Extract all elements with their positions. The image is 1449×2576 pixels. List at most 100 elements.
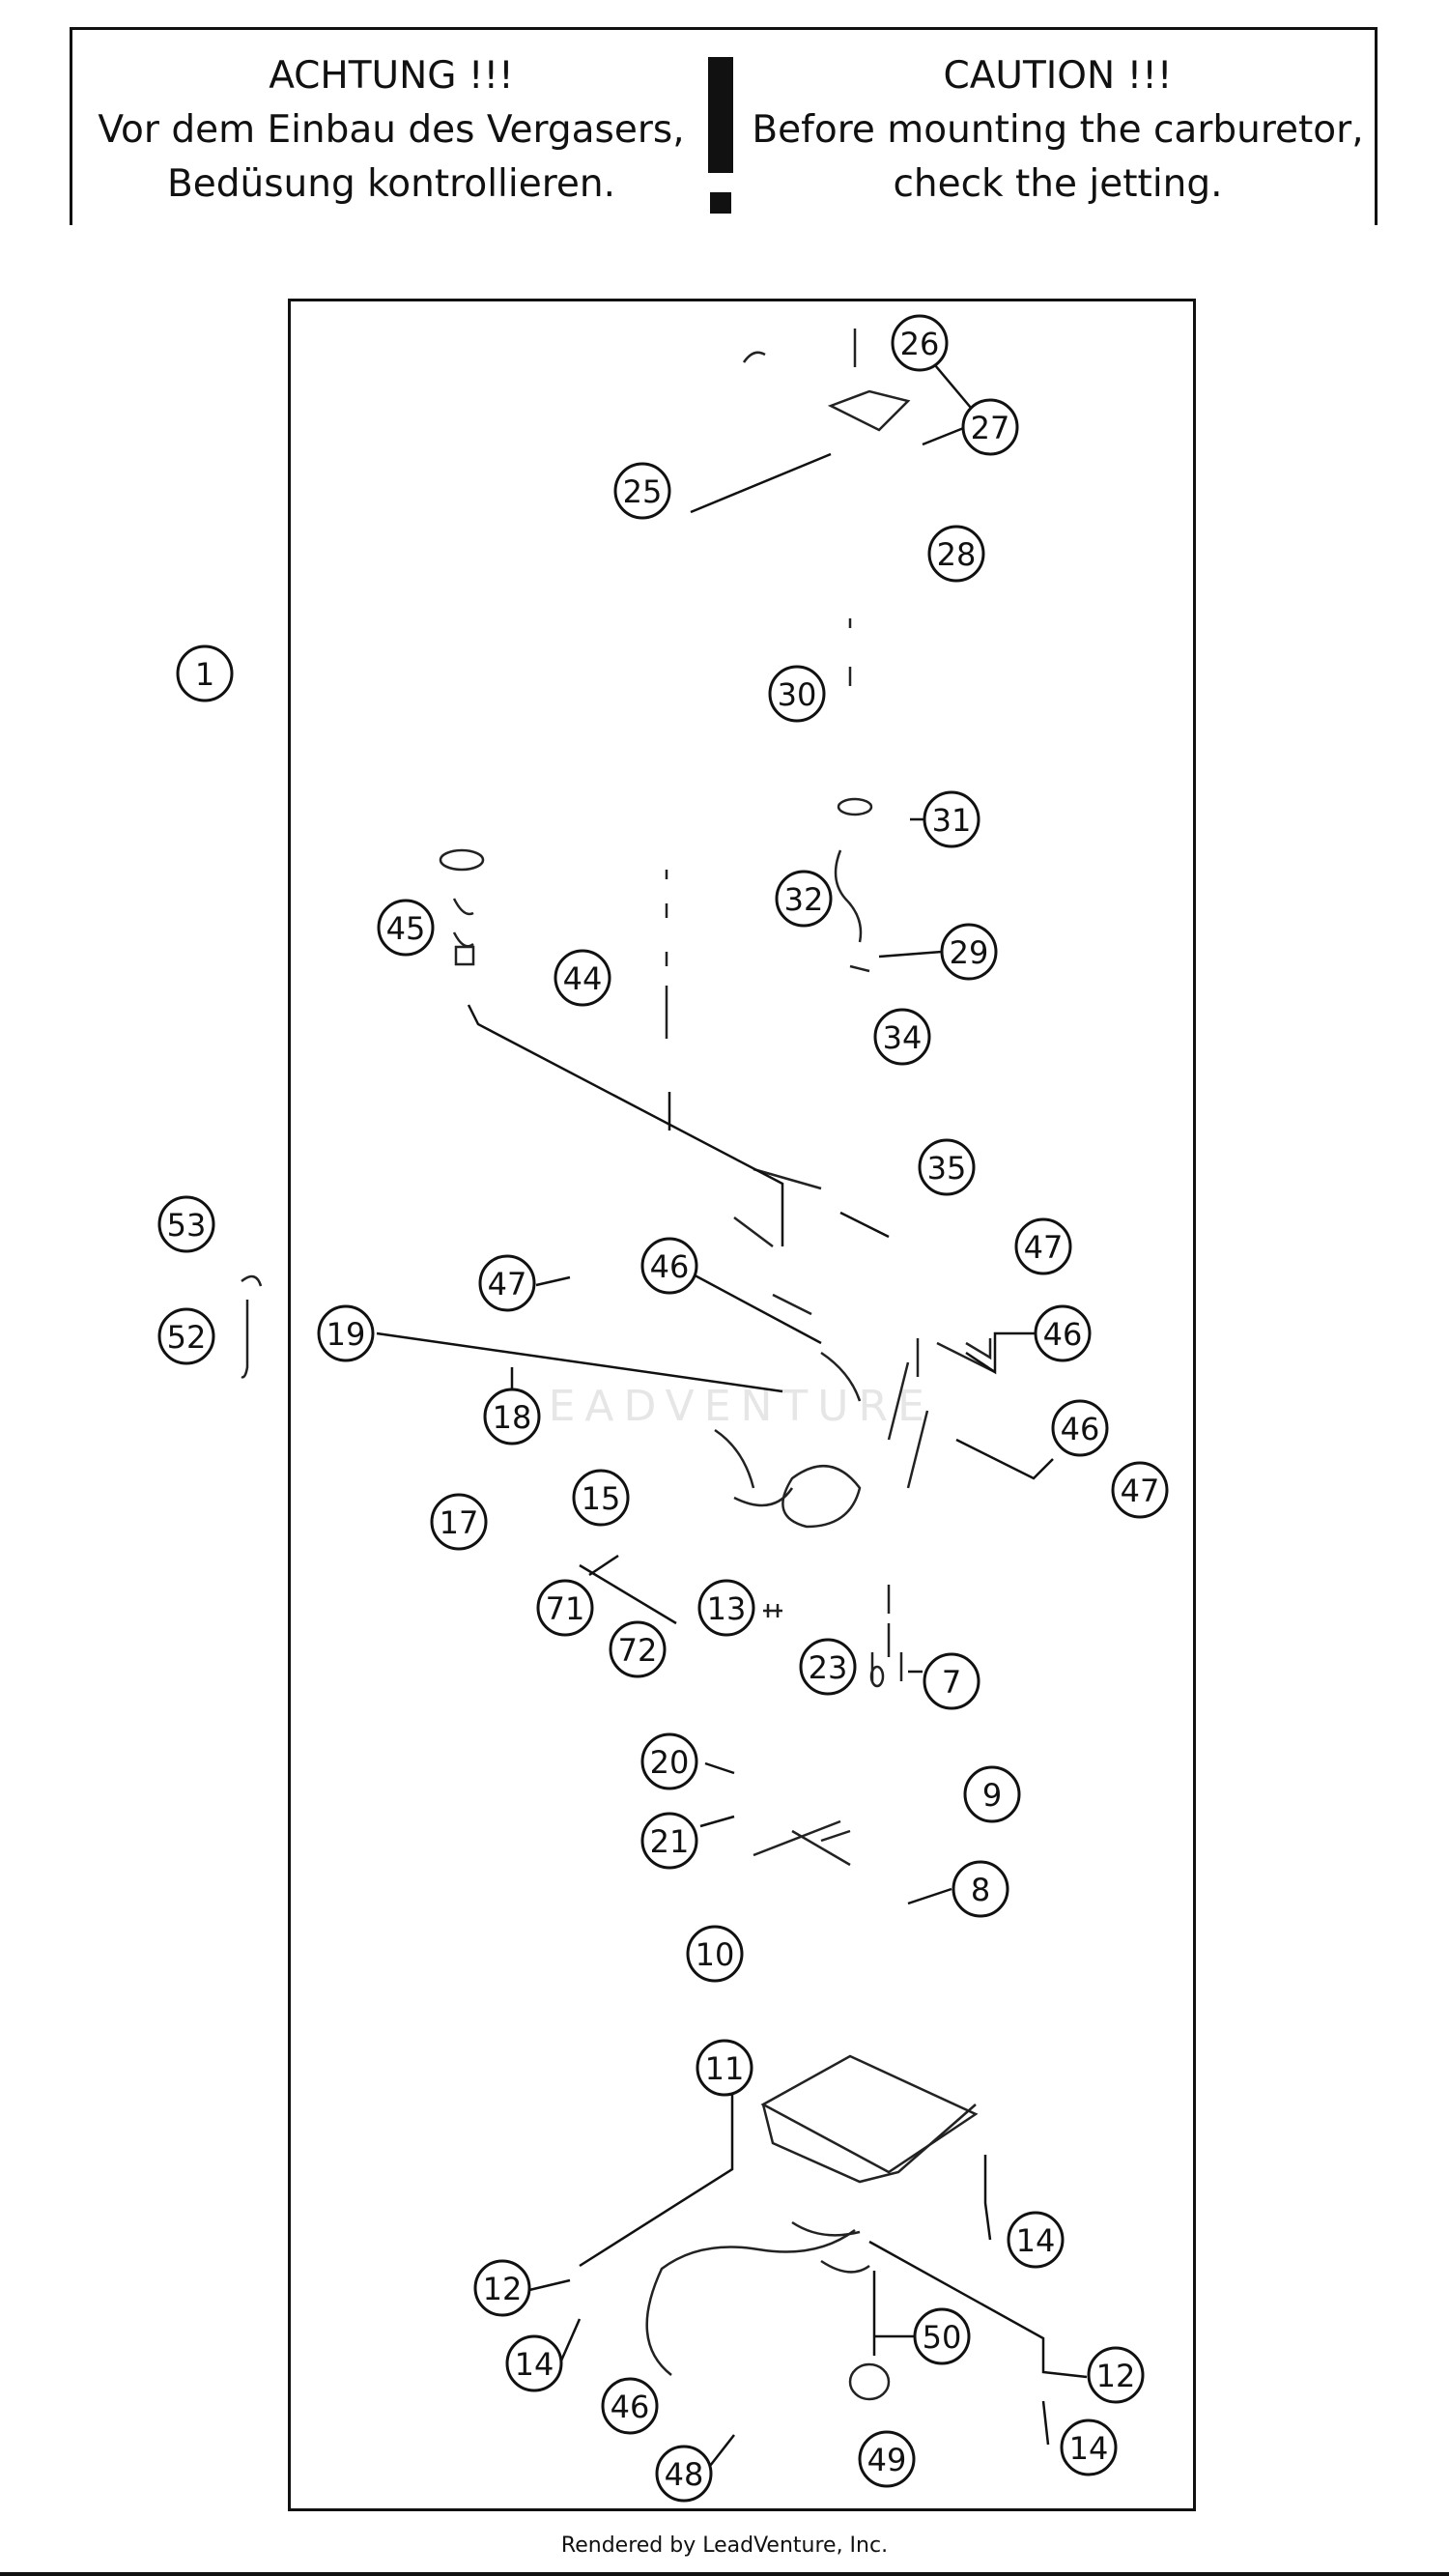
callout-28: 28	[927, 525, 985, 583]
part-float-bowl-body	[761, 2104, 977, 2184]
callout-28-label: 28	[937, 536, 977, 573]
callout-71-label: 71	[546, 1590, 585, 1627]
part-drain-plug	[848, 2362, 891, 2401]
leader-14-bottom-right	[1041, 2400, 1050, 2446]
callout-14-right-circle	[1007, 2211, 1065, 2269]
callout-46-lower-right-label: 46	[1061, 1411, 1100, 1447]
part-sketches	[241, 329, 996, 2401]
callout-12-right-label: 12	[1096, 2358, 1136, 2394]
callout-10-circle	[686, 1925, 744, 1983]
callout-23-label: 23	[809, 1649, 848, 1686]
callout-25-label: 25	[623, 473, 663, 510]
callout-48-label: 48	[665, 2456, 704, 2493]
leader-45	[467, 1004, 784, 1246]
callout-29-label: 29	[950, 934, 989, 971]
callout-25-circle	[613, 462, 671, 520]
part-choke-cap	[439, 848, 485, 872]
leader-14-right	[983, 2155, 992, 2241]
callout-48-circle	[655, 2445, 713, 2503]
callout-19-label: 19	[327, 1316, 366, 1353]
callout-71-circle	[536, 1579, 594, 1637]
leader-lines	[376, 364, 1088, 2467]
callout-25: 25	[613, 462, 671, 520]
caution-german-line-2: Bedüsung kontrollieren.	[166, 162, 616, 206]
callout-72: 72	[609, 1620, 667, 1678]
callout-26-circle	[891, 314, 949, 372]
callout-18: 18	[483, 1388, 541, 1445]
callout-11-circle	[696, 2039, 753, 2097]
callout-1: 1	[176, 644, 234, 702]
caution-german: ACHTUNG !!! Vor dem Einbau des Vergasers…	[92, 49, 691, 212]
callout-8: 8	[952, 1860, 1009, 1918]
callout-7-circle	[923, 1652, 980, 1710]
callout-44: 44	[554, 949, 611, 1007]
part-float-bowl-top	[760, 2054, 979, 2174]
leader-29	[878, 950, 943, 959]
callout-19-circle	[317, 1304, 375, 1362]
callout-45-circle	[377, 899, 435, 957]
callout-9-label: 9	[982, 1777, 1002, 1814]
part-choke-body	[452, 898, 474, 948]
part-cable-bracket	[827, 389, 911, 432]
callout-12-left-circle	[473, 2259, 531, 2317]
callout-47-left-label: 47	[488, 1266, 527, 1302]
callout-46-lower-right: 46	[1051, 1399, 1109, 1457]
part-float-bowl-drain	[791, 2220, 870, 2274]
callout-32: 32	[775, 870, 833, 928]
callout-44-circle	[554, 949, 611, 1007]
leader-21	[699, 1815, 735, 1828]
callout-32-label: 32	[784, 881, 824, 918]
callout-34: 34	[873, 1008, 931, 1066]
part-jet-body	[869, 1665, 885, 1688]
part-overflow-hose	[645, 2228, 856, 2376]
part-carb-intake	[781, 1464, 862, 1529]
callout-21-circle	[640, 1812, 698, 1870]
callout-47-right-label: 47	[1024, 1229, 1064, 1266]
callout-34-circle	[873, 1008, 931, 1066]
caution-german-title: ACHTUNG !!!	[269, 54, 514, 98]
callout-52: 52	[157, 1307, 215, 1365]
leader-19	[376, 1331, 783, 1393]
callout-46-right-label: 46	[1043, 1316, 1083, 1353]
callout-53-label: 53	[167, 1207, 207, 1244]
leader-48	[709, 2434, 735, 2467]
leader-50	[872, 2271, 918, 2356]
callout-50-label: 50	[923, 2319, 962, 2356]
callout-72-label: 72	[618, 1632, 658, 1669]
leader-27	[922, 425, 967, 446]
callout-27-label: 27	[971, 410, 1010, 446]
callout-14-right-label: 14	[1016, 2222, 1056, 2259]
callout-26: 26	[891, 314, 949, 372]
leader-35	[839, 1211, 890, 1239]
callout-14-bottom-right: 14	[1060, 2419, 1118, 2476]
callout-8-label: 8	[971, 1872, 990, 1908]
callout-35-label: 35	[927, 1150, 967, 1187]
callout-46-bottom: 46	[601, 2377, 659, 2435]
callout-31-circle	[923, 790, 980, 848]
callout-17: 17	[430, 1493, 488, 1551]
callout-35: 35	[918, 1138, 976, 1196]
callout-52-circle	[157, 1307, 215, 1365]
part-carb-bell	[714, 1428, 794, 1507]
callout-44-label: 44	[563, 960, 603, 997]
exclamation-icon	[708, 57, 733, 214]
callout-46-right: 46	[1034, 1304, 1092, 1362]
callout-46-center-label: 46	[650, 1248, 690, 1285]
callout-7-label: 7	[942, 1664, 961, 1701]
callout-26-label: 26	[900, 326, 940, 362]
callout-31-label: 31	[932, 802, 972, 839]
leader-71	[588, 1554, 619, 1577]
caution-english-title: CAUTION !!!	[943, 54, 1173, 98]
leader-8	[907, 1887, 952, 1905]
callout-46-right-circle	[1034, 1304, 1092, 1362]
callout-20-label: 20	[650, 1744, 690, 1781]
callout-14-left-circle	[505, 2334, 563, 2392]
callout-14-bottom-right-label: 14	[1069, 2430, 1109, 2467]
callout-20-circle	[640, 1732, 698, 1790]
callout-30-circle	[768, 665, 826, 723]
callout-1-label: 1	[195, 656, 214, 693]
callout-47-far-right-circle	[1111, 1461, 1169, 1519]
callout-45-label: 45	[386, 910, 426, 947]
